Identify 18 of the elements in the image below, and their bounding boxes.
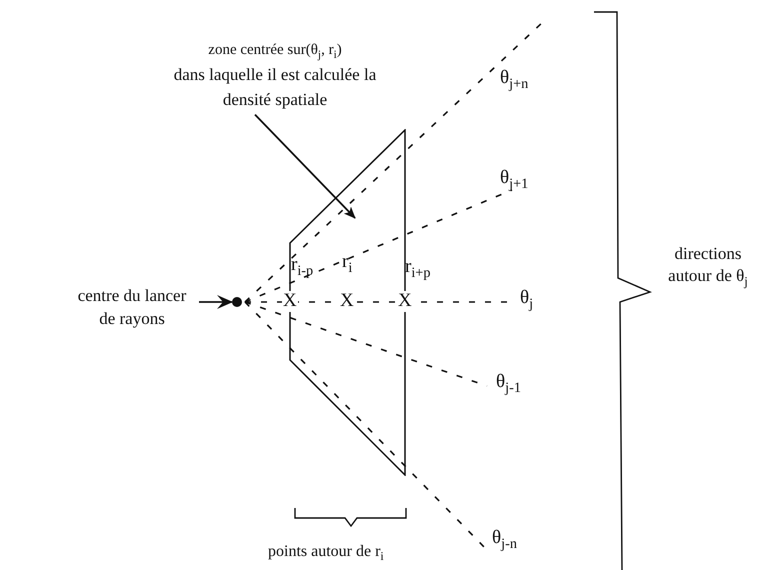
radius-label: r$_{i-p}$	[291, 255, 314, 280]
leader-arrow	[254, 114, 356, 219]
angle-label: θ$_{j}$	[520, 288, 534, 312]
annotation-text: points autour de r$_{i}$	[268, 543, 384, 564]
radius-label: r$_{i+p}$	[405, 257, 430, 282]
angle-label: θ$_{j+n}$	[500, 68, 528, 92]
annotation-text: dans laquelle il est calculée la densité spatiale	[172, 64, 378, 111]
angle-label: θ$_{j-1}$	[496, 372, 521, 396]
annotation-text: centre du lancer de rayons	[76, 285, 188, 330]
point-marker: X	[397, 291, 413, 312]
arrow	[199, 295, 233, 309]
annotation-text: zone centrée sur(θ$_{j}$, r$_{i}$)	[207, 41, 343, 63]
centre-dot	[232, 297, 242, 307]
radius-label: r$_{i}$	[342, 252, 352, 276]
annotation-text: directions autour de θ$_{j}$	[667, 243, 749, 290]
angle-label: θ$_{j+1}$	[500, 168, 528, 192]
angle-label: θ$_{j-n}$	[492, 528, 517, 552]
point-marker: X	[282, 291, 298, 312]
